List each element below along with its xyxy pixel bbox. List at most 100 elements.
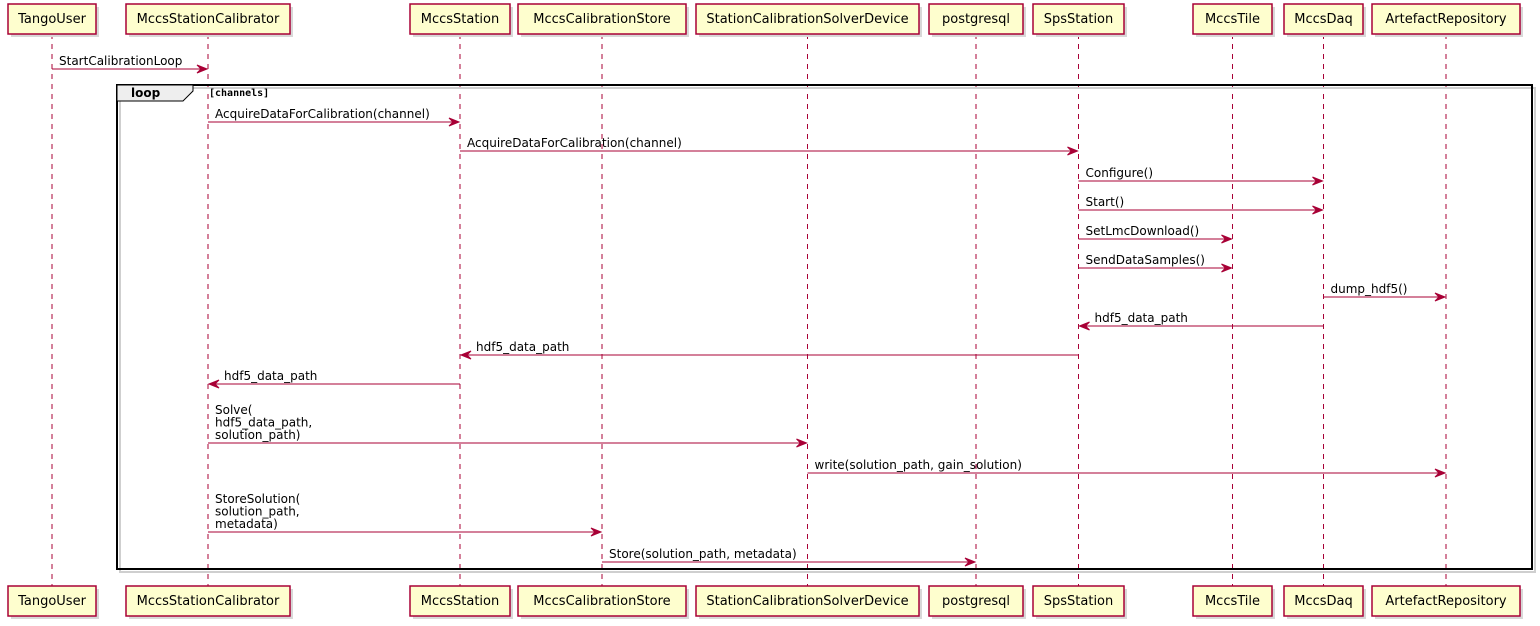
participant-label: postgresql bbox=[942, 594, 1010, 609]
message-label: solution_path) bbox=[215, 428, 300, 442]
message-7: SendDataSamples() bbox=[1078, 253, 1233, 273]
arrowhead bbox=[196, 64, 209, 74]
participant-bottom-MccsTile bbox=[1192, 585, 1273, 617]
message-label: hdf5_data_path bbox=[476, 340, 569, 354]
message-label: StartCalibrationLoop bbox=[59, 54, 182, 68]
message-label: AcquireDataForCalibration(channel) bbox=[215, 107, 430, 121]
participant-label: TangoUser bbox=[17, 594, 86, 609]
participant-label: StationCalibrationSolverDevice bbox=[706, 12, 908, 27]
participant-top-postgresql bbox=[928, 3, 1024, 35]
loop-frame-shadow bbox=[119, 87, 1536, 573]
message-3: AcquireDataForCalibration(channel) bbox=[460, 136, 1079, 156]
message-label: hdf5_data_path bbox=[1095, 311, 1188, 325]
participant-top-TangoUser bbox=[7, 3, 97, 35]
participant-label: ArtefactRepository bbox=[1385, 594, 1507, 609]
participant-bottom-MccsCalibrationStore bbox=[517, 585, 687, 617]
message-12: Solve( hdf5_data_path, solution_path) bbox=[208, 403, 808, 448]
participant-label: SpsStation bbox=[1044, 12, 1114, 27]
participant-label: TangoUser bbox=[17, 12, 86, 27]
participant-bottom-StationCalibrationSolverDevice bbox=[695, 585, 920, 617]
arrowhead bbox=[1312, 205, 1324, 215]
message-10: hdf5_data_path bbox=[459, 340, 1079, 360]
message-label: metadata) bbox=[215, 517, 278, 531]
participant-label: MccsStationCalibrator bbox=[137, 594, 280, 609]
participant-bottom-MccsStationCalibrator bbox=[125, 585, 291, 617]
participant-label: MccsStation bbox=[421, 12, 500, 27]
message-15: Store(solution_path, metadata) bbox=[602, 547, 977, 567]
loop-frame bbox=[116, 84, 1533, 570]
arrowhead bbox=[1434, 292, 1447, 302]
participant-label: MccsCalibrationStore bbox=[533, 12, 670, 27]
message-label: Solve( bbox=[215, 403, 252, 417]
participant-top-StationCalibrationSolverDevice bbox=[695, 3, 920, 35]
arrowhead bbox=[459, 350, 472, 360]
participant-label: MccsCalibrationStore bbox=[533, 594, 670, 609]
message-4: Configure() bbox=[1078, 166, 1324, 186]
arrowhead bbox=[796, 438, 808, 448]
participant-label: MccsDaq bbox=[1294, 594, 1353, 609]
arrowhead bbox=[1067, 146, 1079, 156]
participants-bottom: TangoUser MccsStationCalibrator MccsStatio… bbox=[7, 585, 1523, 619]
participant-bottom-MccsStation bbox=[409, 585, 511, 617]
participant-bottom-SpsStation bbox=[1032, 585, 1125, 617]
arrowhead bbox=[207, 379, 220, 389]
participant-top-MccsCalibrationStore bbox=[517, 3, 687, 35]
message-label: StoreSolution( bbox=[215, 492, 300, 506]
participant-bottom-TangoUser bbox=[7, 585, 97, 617]
loop-label: loop bbox=[131, 86, 161, 100]
message-9: hdf5_data_path bbox=[1078, 311, 1324, 331]
participant-label: postgresql bbox=[942, 12, 1010, 27]
message-label: SendDataSamples() bbox=[1086, 253, 1205, 267]
arrowhead bbox=[1221, 234, 1233, 244]
arrowhead bbox=[1312, 176, 1324, 186]
participant-label: MccsTile bbox=[1205, 594, 1260, 609]
participant-label: MccsStation bbox=[421, 594, 500, 609]
message-1: StartCalibrationLoop bbox=[52, 54, 209, 74]
participant-top-MccsDaq bbox=[1283, 3, 1364, 35]
participant-bottom-ArtefactRepository bbox=[1371, 585, 1521, 617]
participant-top-ArtefactRepository bbox=[1371, 3, 1521, 35]
message-label: hdf5_data_path, bbox=[215, 416, 312, 430]
participant-top-MccsStationCalibrator bbox=[125, 3, 291, 35]
message-2: AcquireDataForCalibration(channel) bbox=[208, 107, 461, 127]
message-label: hdf5_data_path bbox=[224, 369, 317, 383]
participant-top-MccsTile bbox=[1192, 3, 1273, 35]
message-label: write(solution_path, gain_solution) bbox=[815, 458, 1022, 472]
messages: StartCalibrationLoopAcquireDataForCalibr… bbox=[52, 54, 1447, 567]
loop-tab bbox=[116, 84, 194, 102]
message-label: Start() bbox=[1086, 195, 1125, 209]
message-8: dump_hdf5() bbox=[1323, 282, 1447, 302]
participant-label: MccsStationCalibrator bbox=[137, 12, 280, 27]
participant-top-MccsStation bbox=[409, 3, 511, 35]
participant-label: StationCalibrationSolverDevice bbox=[706, 594, 908, 609]
participant-bottom-postgresql bbox=[928, 585, 1024, 617]
loop-fragment: loop [channels] bbox=[116, 84, 1536, 573]
participant-bottom-MccsDaq bbox=[1283, 585, 1364, 617]
message-label: Store(solution_path, metadata) bbox=[609, 547, 797, 561]
participant-label: SpsStation bbox=[1044, 594, 1114, 609]
message-13: write(solution_path, gain_solution) bbox=[807, 458, 1447, 478]
arrowhead bbox=[590, 527, 603, 537]
arrowhead bbox=[964, 557, 977, 567]
participant-label: MccsTile bbox=[1205, 12, 1260, 27]
message-14: StoreSolution( solution_path, metadata) bbox=[208, 492, 603, 537]
participant-label: ArtefactRepository bbox=[1385, 12, 1507, 27]
message-label: AcquireDataForCalibration(channel) bbox=[467, 136, 682, 150]
message-label: SetLmcDownload() bbox=[1086, 224, 1200, 238]
message-label: Configure() bbox=[1086, 166, 1154, 180]
participant-label: MccsDaq bbox=[1294, 12, 1353, 27]
lifelines bbox=[51, 34, 1447, 586]
message-label: dump_hdf5() bbox=[1331, 282, 1408, 296]
message-label: solution_path, bbox=[215, 505, 300, 519]
message-6: SetLmcDownload() bbox=[1078, 224, 1233, 244]
participant-top-SpsStation bbox=[1032, 3, 1125, 35]
arrowhead bbox=[448, 117, 461, 127]
message-5: Start() bbox=[1078, 195, 1324, 215]
arrowhead bbox=[1078, 321, 1090, 331]
message-11: hdf5_data_path bbox=[207, 369, 460, 389]
participants-top: TangoUser MccsStationCalibrator MccsStatio… bbox=[7, 3, 1523, 37]
arrowhead bbox=[1434, 468, 1447, 478]
loop-guard: [channels] bbox=[209, 88, 269, 99]
arrowhead bbox=[1221, 263, 1233, 273]
